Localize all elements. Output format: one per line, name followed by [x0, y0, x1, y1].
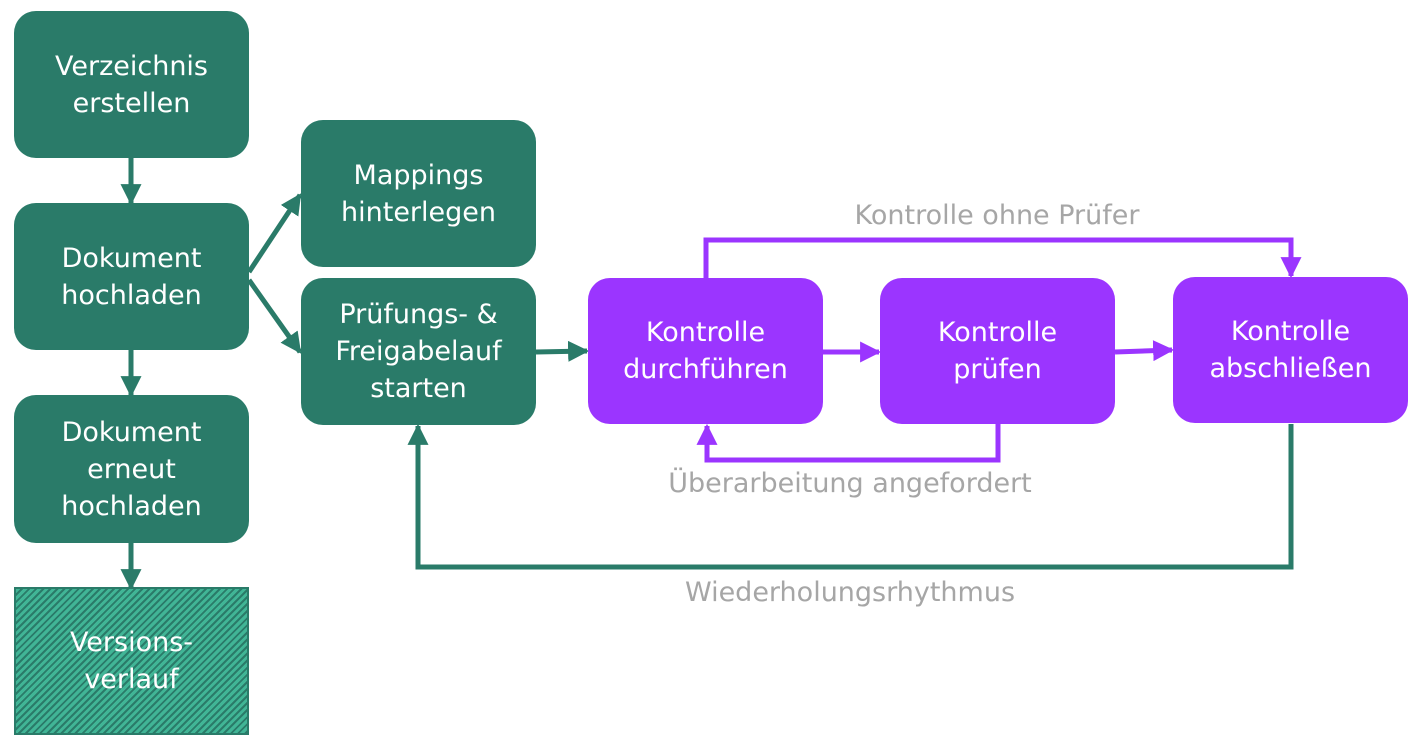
- arrow-ueberarbeitung-loop: [696, 423, 1001, 463]
- node-label-line: hochladen: [61, 490, 202, 522]
- node-label-line: Dokument: [61, 416, 202, 448]
- node-label-line: Kontrolle: [645, 317, 766, 348]
- node-label-line: Dokument: [61, 242, 202, 274]
- node-mappings-hinterlegen[interactable]: Mappings hinterlegen: [301, 120, 536, 267]
- node-versionsverlauf[interactable]: Versions- verlauf: [14, 587, 249, 735]
- node-label-line: erstellen: [72, 87, 191, 119]
- arrow-pruefen-to-abschliessen: [1114, 340, 1175, 362]
- node-label-line: erneut: [87, 453, 176, 485]
- node-verzeichnis-erstellen[interactable]: Verzeichnis erstellen: [14, 11, 249, 158]
- node-label-line: prüfen: [953, 354, 1042, 385]
- node-label-line: Versions-: [69, 627, 194, 658]
- node-kontrolle-pruefen[interactable]: Kontrolle prüfen: [880, 278, 1115, 424]
- node-label-line: verlauf: [84, 664, 179, 695]
- node-label-line: Freigabelauf: [335, 336, 502, 367]
- node-kontrolle-abschliessen[interactable]: Kontrolle abschließen: [1173, 277, 1408, 423]
- node-label-line: Verzeichnis: [54, 50, 208, 82]
- node-pruefung-freigabelauf-starten[interactable]: Prüfungs- & Freigabelauf starten: [301, 278, 536, 425]
- node-dokument-hochladen[interactable]: Dokument hochladen: [14, 203, 249, 350]
- node-dokument-erneut-hochladen[interactable]: Dokument erneut hochladen: [14, 395, 249, 543]
- node-label-line: Kontrolle: [1230, 316, 1351, 347]
- arrow-kontrolle-ohne-pruefer: [703, 237, 1302, 279]
- edge-label-kontrolle-ohne-pruefer: Kontrolle ohne Prüfer: [854, 200, 1140, 231]
- node-label-line: Mappings: [353, 159, 484, 191]
- node-label-line: starten: [370, 373, 467, 404]
- node-kontrolle-durchfuehren[interactable]: Kontrolle durchführen: [588, 278, 823, 424]
- node-label-line: durchführen: [623, 354, 788, 385]
- arrow-wiederholung-loop: [407, 423, 1294, 570]
- arrow-pruefung-to-durchfuehren: [535, 340, 590, 362]
- node-label-line: Prüfungs- &: [339, 299, 498, 330]
- node-label-line: Kontrolle: [937, 317, 1058, 348]
- node-label-line: hinterlegen: [341, 196, 496, 228]
- node-label-line: abschließen: [1209, 353, 1372, 384]
- edge-label-ueberarbeitung-angefordert: Überarbeitung angefordert: [668, 468, 1032, 499]
- arrow-dokument-to-pruefung: [246, 278, 303, 354]
- node-label-line: hochladen: [61, 279, 202, 311]
- edge-label-wiederholungsrhythmus: Wiederholungsrhythmus: [684, 577, 1016, 608]
- arrow-dokument-to-mappings: [246, 193, 303, 274]
